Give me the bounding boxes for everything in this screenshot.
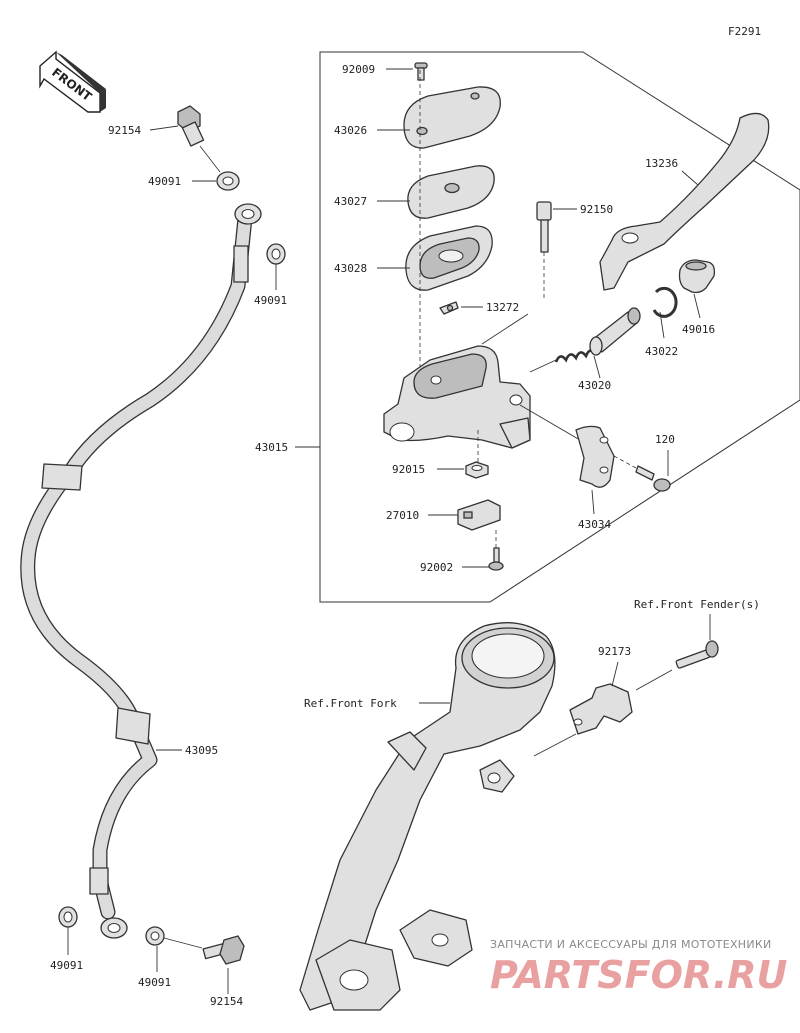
label-49016: 49016 bbox=[682, 323, 715, 336]
part-49016-boot bbox=[678, 259, 716, 294]
label-92173: 92173 bbox=[598, 645, 631, 658]
part-120-bolt bbox=[635, 465, 671, 492]
part-92009-screw bbox=[414, 62, 428, 81]
part-92015-nut bbox=[465, 461, 489, 479]
part-92150-bolt bbox=[536, 201, 552, 253]
label-92154-top: 92154 bbox=[108, 124, 141, 137]
part-49091-washer-d bbox=[145, 926, 165, 946]
part-27010-brake-switch bbox=[457, 499, 501, 531]
label-43027: 43027 bbox=[334, 195, 367, 208]
part-43027-plate bbox=[407, 165, 495, 219]
front-fork-reference bbox=[299, 622, 556, 1011]
part-43028-diaphragm bbox=[405, 225, 493, 291]
part-43095-brake-hose bbox=[20, 210, 253, 920]
hose-top-banjo bbox=[234, 203, 262, 225]
part-43020-piston-kit bbox=[554, 307, 641, 363]
label-92009: 92009 bbox=[342, 63, 375, 76]
label-43022: 43022 bbox=[645, 345, 678, 358]
part-13236-brake-lever bbox=[599, 112, 770, 291]
label-ref-front-fender: Ref.Front Fender(s) bbox=[634, 598, 760, 611]
part-fender-bolt bbox=[675, 640, 719, 669]
figure-code: F2291 bbox=[728, 25, 761, 38]
part-43022-circlip bbox=[652, 286, 678, 318]
part-49091-washer-c bbox=[58, 906, 78, 928]
label-43095: 43095 bbox=[185, 744, 218, 757]
label-43015: 43015 bbox=[255, 441, 288, 454]
part-43026-reservoir-cap bbox=[403, 86, 501, 149]
label-43020: 43020 bbox=[578, 379, 611, 392]
part-92154-bottom-banjo-bolt bbox=[202, 935, 245, 965]
label-ref-front-fork: Ref.Front Fork bbox=[304, 697, 397, 710]
label-92002: 92002 bbox=[420, 561, 453, 574]
watermark-line-2: PARTSFOR.RU bbox=[490, 953, 788, 997]
label-120: 120 bbox=[655, 433, 675, 446]
front-direction-icon: FRONT bbox=[39, 50, 106, 113]
part-49091-washer-a bbox=[216, 171, 240, 191]
label-92015: 92015 bbox=[392, 463, 425, 476]
label-13236: 13236 bbox=[645, 157, 678, 170]
part-13272-clip bbox=[439, 301, 459, 315]
assembly-frame bbox=[319, 51, 800, 603]
label-92150: 92150 bbox=[580, 203, 613, 216]
label-49091-b: 49091 bbox=[254, 294, 287, 307]
label-43034: 43034 bbox=[578, 518, 611, 531]
part-92173-bracket bbox=[569, 683, 633, 735]
part-49091-washer-b bbox=[266, 243, 286, 265]
part-92154-top-banjo-bolt bbox=[177, 105, 205, 147]
part-92002-screw bbox=[488, 547, 504, 571]
label-49091-a: 49091 bbox=[148, 175, 181, 188]
part-43015-master-cylinder bbox=[383, 345, 531, 449]
label-13272: 13272 bbox=[486, 301, 519, 314]
label-27010: 27010 bbox=[386, 509, 419, 522]
part-43034-clamp bbox=[575, 425, 615, 488]
label-43028: 43028 bbox=[334, 262, 367, 275]
label-49091-d: 49091 bbox=[138, 976, 171, 989]
watermark-line-1: ЗАПЧАСТИ И АКСЕССУАРЫ ДЛЯ МОТОТЕХНИКИ bbox=[490, 938, 772, 951]
label-49091-c: 49091 bbox=[50, 959, 83, 972]
label-43026: 43026 bbox=[334, 124, 367, 137]
label-92154-bottom: 92154 bbox=[210, 995, 243, 1008]
hose-bottom-banjo bbox=[100, 917, 128, 939]
